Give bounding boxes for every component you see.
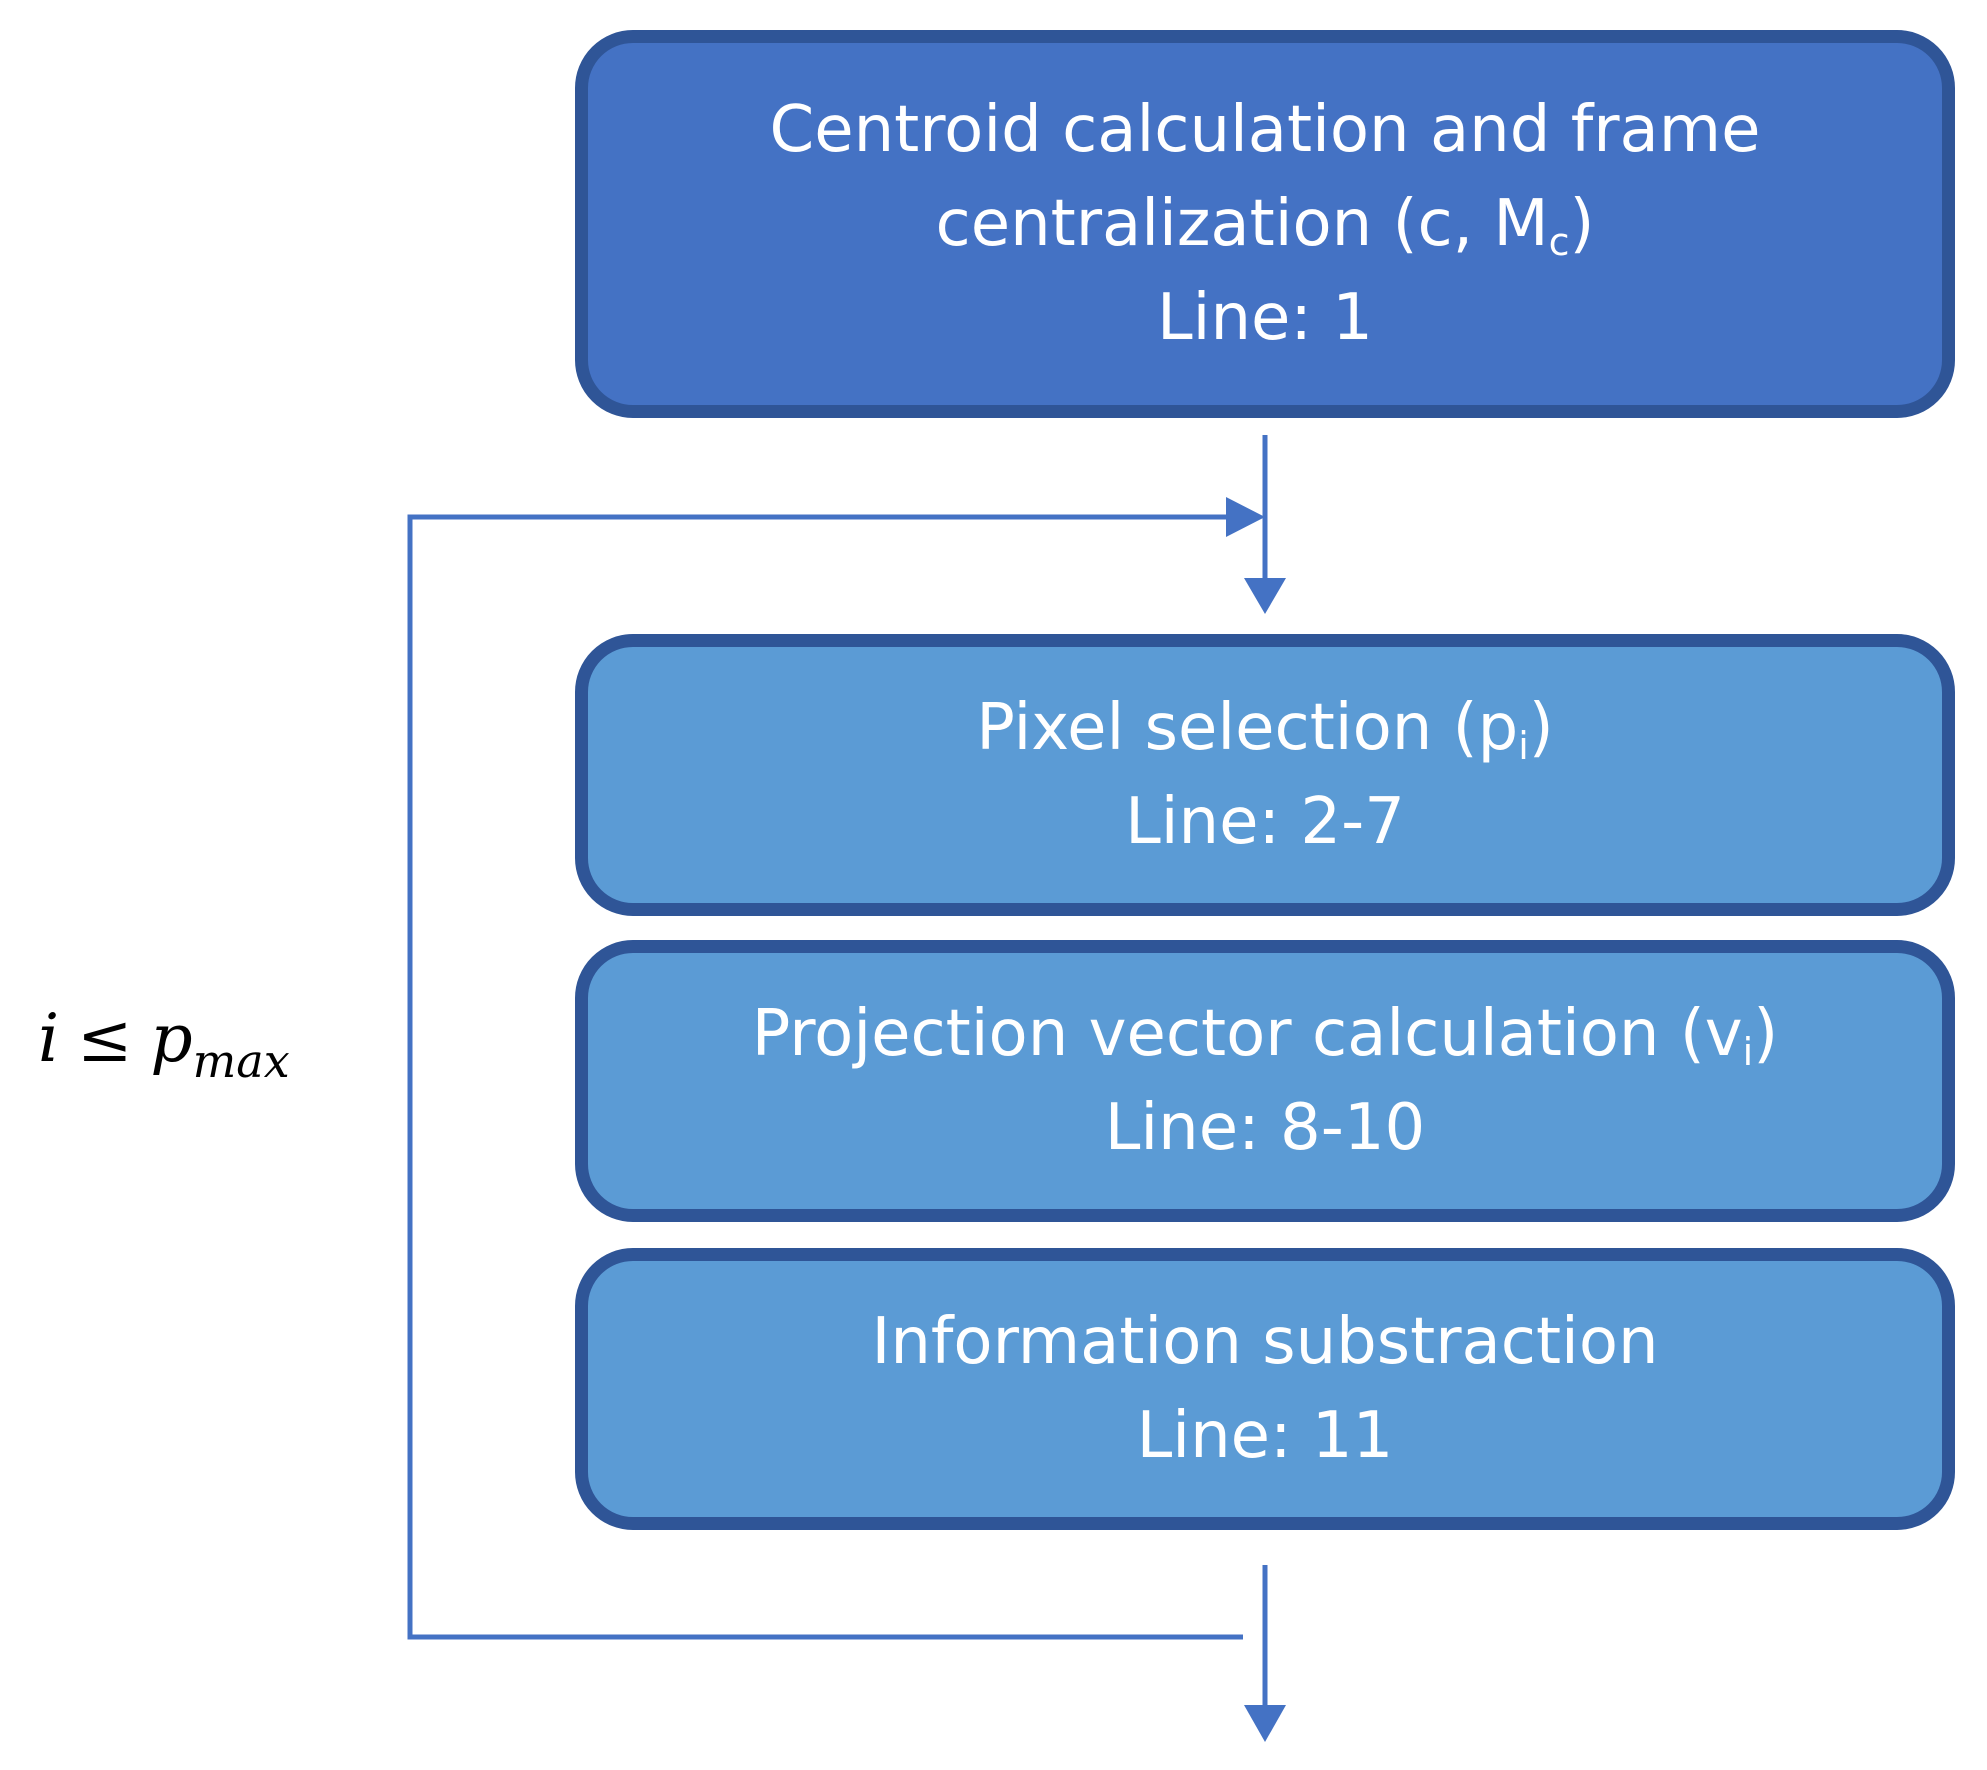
loop-back-line (407, 514, 1243, 1640)
step-title: Projection vector calculation (vi) (752, 987, 1778, 1081)
step-line-ref: Line: 11 (1136, 1399, 1394, 1473)
step-title-line2-prefix: centralization (c, M (935, 187, 1549, 261)
step-title-line1: Centroid calculation and frame (769, 93, 1761, 167)
step-line-ref: Line: 1 (1157, 281, 1373, 355)
subscript-i: i (1518, 724, 1529, 768)
loop-condition-label: i≤pmax (38, 1000, 290, 1088)
loop-bound: p (150, 1000, 193, 1077)
step-title-line2-suffix: ) (1569, 187, 1595, 261)
arrowhead-loop-back (1226, 497, 1265, 537)
loop-variable: i (38, 1000, 60, 1077)
step-title: Information substraction (871, 1305, 1659, 1379)
subscript-i: i (1742, 1030, 1754, 1074)
step-title-prefix: Pixel selection (p (976, 691, 1519, 765)
step-information-substraction: Information substraction Line: 11 (575, 1248, 1955, 1530)
subscript-c: c (1548, 220, 1570, 264)
arrowhead-entry (1244, 578, 1286, 614)
loop-bound-subscript: max (192, 1034, 290, 1088)
step-title-prefix: Projection vector calculation (v (751, 997, 1743, 1071)
step-line-ref: Line: 8-10 (1104, 1091, 1426, 1165)
step-title-suffix: ) (1753, 997, 1779, 1071)
step-title: Pixel selection (pi) (976, 681, 1554, 775)
loop-operator: ≤ (77, 1000, 133, 1077)
step-projection-vector: Projection vector calculation (vi) Line:… (575, 940, 1955, 1222)
arrowhead-exit (1244, 1705, 1286, 1742)
step-title-line2: centralization (c, Mc) (936, 177, 1595, 271)
step-centroid-calculation: Centroid calculation and frame centraliz… (575, 30, 1955, 418)
step-line-ref: Line: 2-7 (1125, 785, 1405, 859)
step-title-suffix: ) (1528, 691, 1554, 765)
step-pixel-selection: Pixel selection (pi) Line: 2-7 (575, 634, 1955, 916)
